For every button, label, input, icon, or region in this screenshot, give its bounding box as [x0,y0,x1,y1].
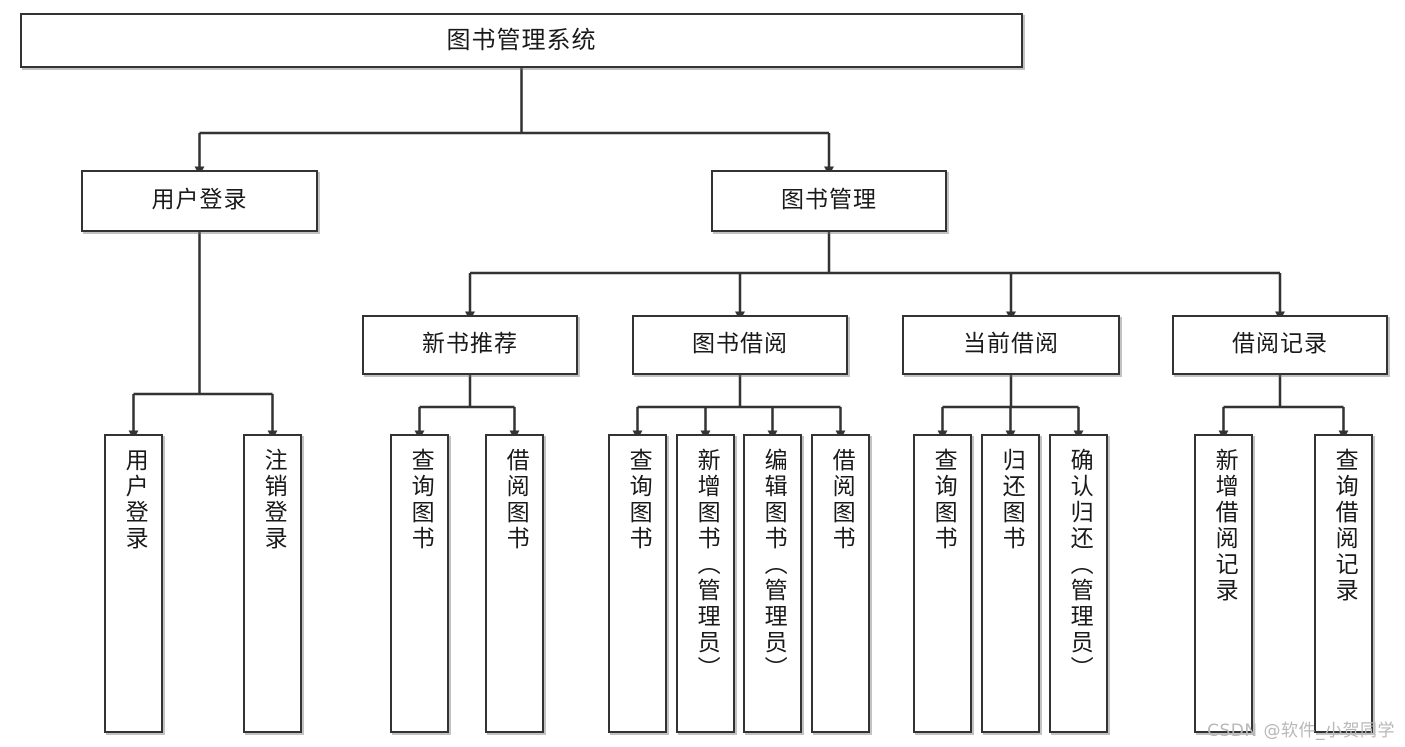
node-bookmgmt[interactable]: 图书管理 [711,170,947,232]
node-leaf-borrow-1[interactable]: 查询图书 [608,434,667,733]
node-leaf-borrow-2[interactable]: 新增图书（管理员） [676,434,735,733]
node-label: 查询图书 [407,448,434,552]
node-newbook[interactable]: 新书推荐 [362,315,578,375]
node-label: 用户登录 [151,187,248,214]
node-label: 借阅记录 [1232,331,1328,358]
node-leaf-new-2[interactable]: 借阅图书 [485,434,544,733]
node-label: 用户登录 [121,448,148,552]
node-leaf-cur-1[interactable]: 查询图书 [913,434,972,733]
node-login[interactable]: 用户登录 [81,170,318,232]
node-records[interactable]: 借阅记录 [1172,315,1388,375]
node-current[interactable]: 当前借阅 [902,315,1120,375]
node-label: 查询图书 [625,448,652,552]
node-leaf-cur-3[interactable]: 确认归还（管理员） [1049,434,1108,733]
node-leaf-login-2[interactable]: 注销登录 [243,434,302,733]
node-label: 图书借阅 [692,331,788,358]
node-borrow[interactable]: 图书借阅 [632,315,848,375]
node-leaf-login-1[interactable]: 用户登录 [104,434,163,733]
node-label: 确认归还（管理员） [1066,448,1093,682]
node-leaf-cur-2[interactable]: 归还图书 [981,434,1040,733]
node-label: 新增图书（管理员） [693,448,720,682]
watermark: CSDN @软件_小贺同学 [1207,721,1395,741]
node-label: 图书管理 [781,187,877,214]
node-label: 编辑图书（管理员） [760,448,787,682]
node-label: 借阅图书 [828,448,855,552]
node-label: 新书推荐 [422,331,518,358]
node-label: 归还图书 [998,448,1025,552]
node-label: 新增借阅记录 [1211,448,1238,604]
node-leaf-rec-2[interactable]: 查询借阅记录 [1314,434,1373,733]
node-label: 借阅图书 [502,448,529,552]
node-label: 图书管理系统 [446,26,597,55]
node-leaf-borrow-3[interactable]: 编辑图书（管理员） [743,434,802,733]
node-root[interactable]: 图书管理系统 [20,13,1023,68]
node-leaf-rec-1[interactable]: 新增借阅记录 [1194,434,1253,733]
node-label: 当前借阅 [963,331,1059,358]
node-leaf-borrow-4[interactable]: 借阅图书 [811,434,870,733]
node-label: 查询图书 [930,448,957,552]
node-leaf-new-1[interactable]: 查询图书 [390,434,449,733]
node-label: 注销登录 [260,448,287,552]
node-label: 查询借阅记录 [1331,448,1358,604]
